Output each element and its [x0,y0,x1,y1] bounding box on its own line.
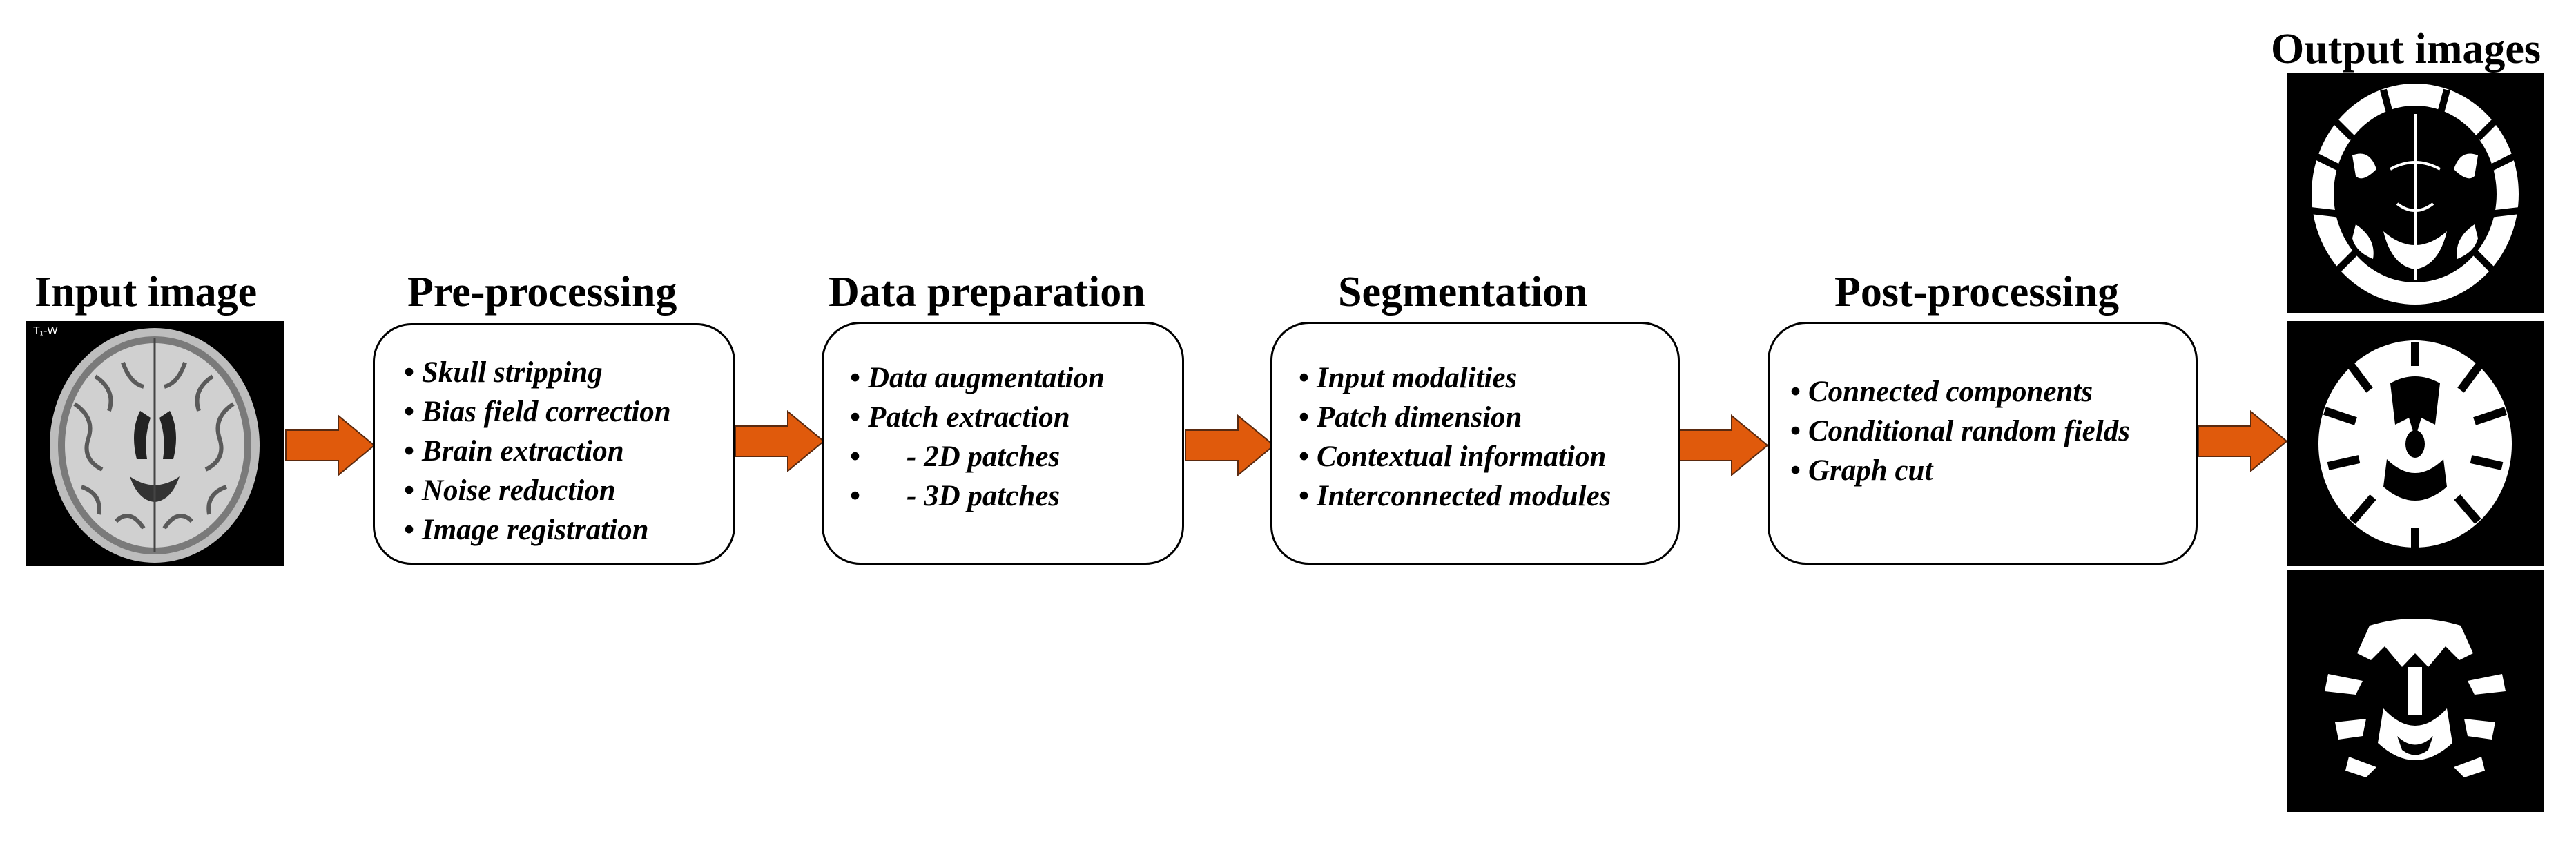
segmentation-map-picture [2318,340,2512,549]
output-image-gray-matter [2287,73,2544,313]
list-item: •Conditional random fields [1790,415,2130,447]
data-preparation-box: •Data augmentation •Patch extraction •- … [822,322,1184,565]
list-item: •Interconnected modules [1299,480,1611,512]
data-preparation-heading: Data preparation [829,269,1145,316]
output-image-white-matter [2287,321,2544,566]
arrow-2-icon [735,410,825,472]
list-item: •Noise reduction [404,474,616,507]
segmentation-box: •Input modalities •Patch dimension •Cont… [1270,322,1680,565]
brain-mri-picture [50,328,260,563]
output-image-csf [2287,570,2544,812]
segmentation-map-picture [2310,84,2520,305]
list-item: •Patch dimension [1299,401,1522,434]
list-item: •Skull stripping [404,356,603,389]
list-item: •Graph cut [1790,454,1933,487]
list-item: •Connected components [1790,376,2093,408]
postprocessing-box: •Connected components •Conditional rando… [1768,322,2198,565]
segmentation-heading: Segmentation [1338,269,1588,316]
list-item: •Patch extraction [850,401,1070,434]
list-item: •Image registration [404,514,649,546]
output-images-heading: Output images [2271,26,2541,73]
list-item: •Data augmentation [850,362,1105,394]
input-mri-image: T₁-W [26,321,284,566]
input-image-heading: Input image [35,269,258,316]
preprocessing-heading: Pre-processing [407,269,677,316]
list-item: •- 2D patches [850,441,1061,473]
list-item: •- 3D patches [850,480,1061,512]
preprocessing-box: •Skull stripping •Bias field correction … [373,323,735,565]
segmentation-map-picture [2325,619,2506,777]
list-item: •Bias field correction [404,396,671,428]
arrow-4-icon [1678,414,1769,476]
arrow-1-icon [285,414,376,476]
postprocessing-heading: Post-processing [1834,269,2120,316]
modality-label: T₁-W [33,325,58,337]
list-item: •Input modalities [1299,362,1518,394]
arrow-5-icon [2198,410,2288,472]
list-item: •Brain extraction [404,435,624,467]
list-item: •Contextual information [1299,441,1607,473]
arrow-3-icon [1185,414,1275,476]
